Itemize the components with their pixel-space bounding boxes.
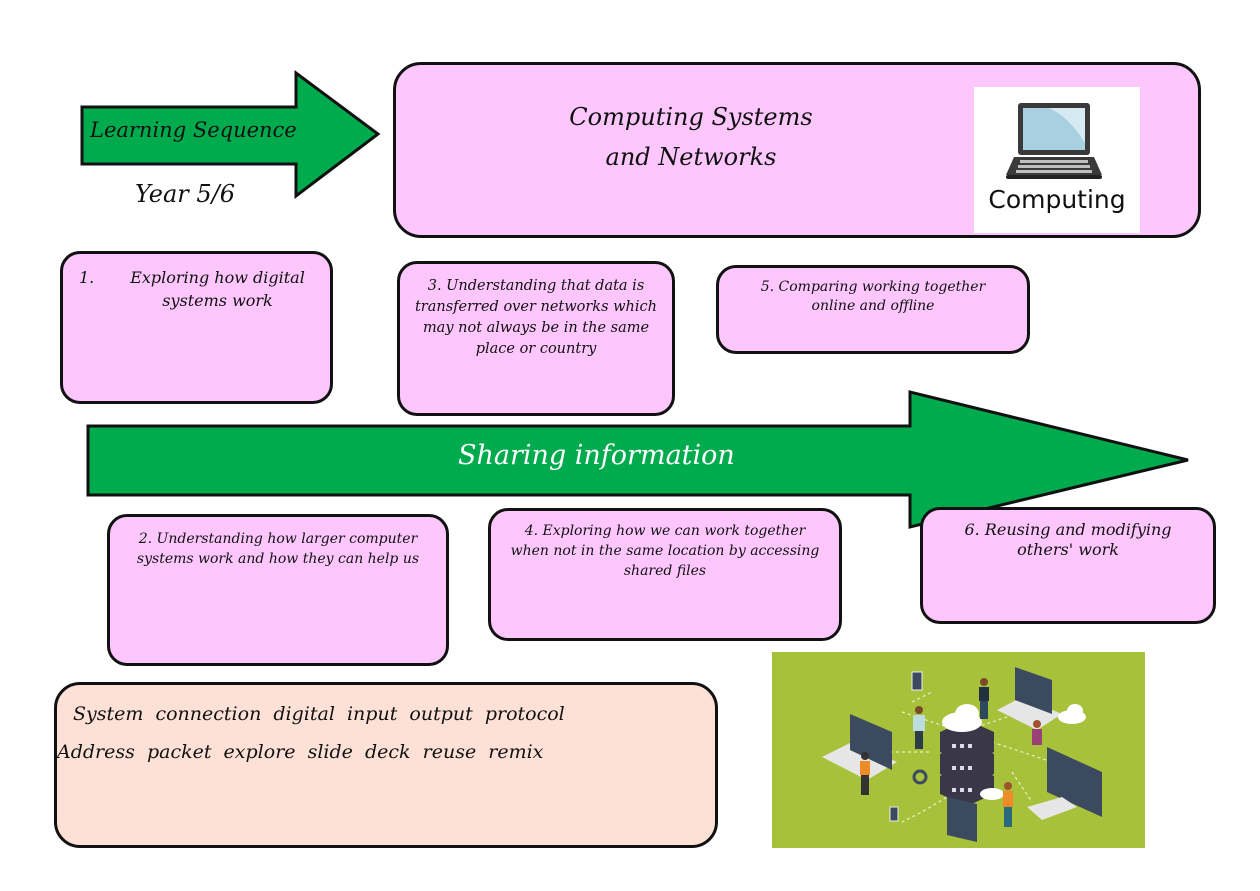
lesson-number: 5. <box>760 279 775 295</box>
sharing-information-label: Sharing information <box>458 440 735 471</box>
lesson-text: 5. Comparing working together online and… <box>719 268 1027 316</box>
learning-sequence-arrow <box>80 70 381 200</box>
lesson-number: 2. <box>138 531 153 547</box>
vocabulary-line-2: Address packet explore slide deck reuse … <box>57 741 544 763</box>
lesson-body: Understanding that data is transferred o… <box>414 278 657 357</box>
lesson-card-5: 5. Comparing working together online and… <box>716 265 1030 354</box>
lesson-card-3: 3. Understanding that data is transferre… <box>397 261 675 416</box>
vocabulary-box: System connection digital input output p… <box>54 682 718 848</box>
lesson-body: Reusing and modifying others' work <box>984 520 1172 559</box>
lesson-number: 6. <box>964 520 980 539</box>
lesson-number: 3. <box>427 278 442 294</box>
lesson-text: 4. Exploring how we can work together wh… <box>491 511 839 581</box>
title-line-1: Computing Systems <box>569 103 813 131</box>
computing-label: Computing <box>988 185 1126 214</box>
network-illustration-icon <box>822 667 1102 842</box>
lesson-card-4: 4. Exploring how we can work together wh… <box>488 508 842 641</box>
lesson-card-2: 2. Understanding how larger computer sys… <box>107 514 449 666</box>
lesson-number: 4. <box>524 523 539 539</box>
lesson-card-6: 6. Reusing and modifying others' work <box>920 507 1216 624</box>
lesson-text: 6. Reusing and modifying others' work <box>923 510 1213 560</box>
lesson-body: Understanding how larger computer system… <box>136 531 420 567</box>
laptop-icon <box>1006 103 1102 179</box>
learning-sequence-label: Learning Sequence <box>90 118 297 142</box>
lesson-body: Comparing working together online and of… <box>778 279 986 314</box>
sharing-information-arrow <box>86 390 1189 529</box>
lesson-number: 1. <box>79 268 95 287</box>
year-label: Year 5/6 <box>135 180 235 208</box>
computing-symbol: Computing <box>974 87 1140 233</box>
lesson-text: 2. Understanding how larger computer sys… <box>110 517 446 569</box>
lesson-card-1: 1. Exploring how digital systems work <box>60 251 333 404</box>
network-illustration <box>772 652 1145 848</box>
lesson-text: Exploring how digital systems work <box>130 268 305 310</box>
title-line-2: and Networks <box>605 143 777 171</box>
lesson-body: Exploring how we can work together when … <box>510 523 820 579</box>
title-card: Computing Systems and Networks Computing <box>393 62 1201 238</box>
lesson-text: 3. Understanding that data is transferre… <box>400 264 672 360</box>
vocabulary-line-1: System connection digital input output p… <box>73 703 565 725</box>
page-title: Computing Systems and Networks <box>526 97 856 177</box>
